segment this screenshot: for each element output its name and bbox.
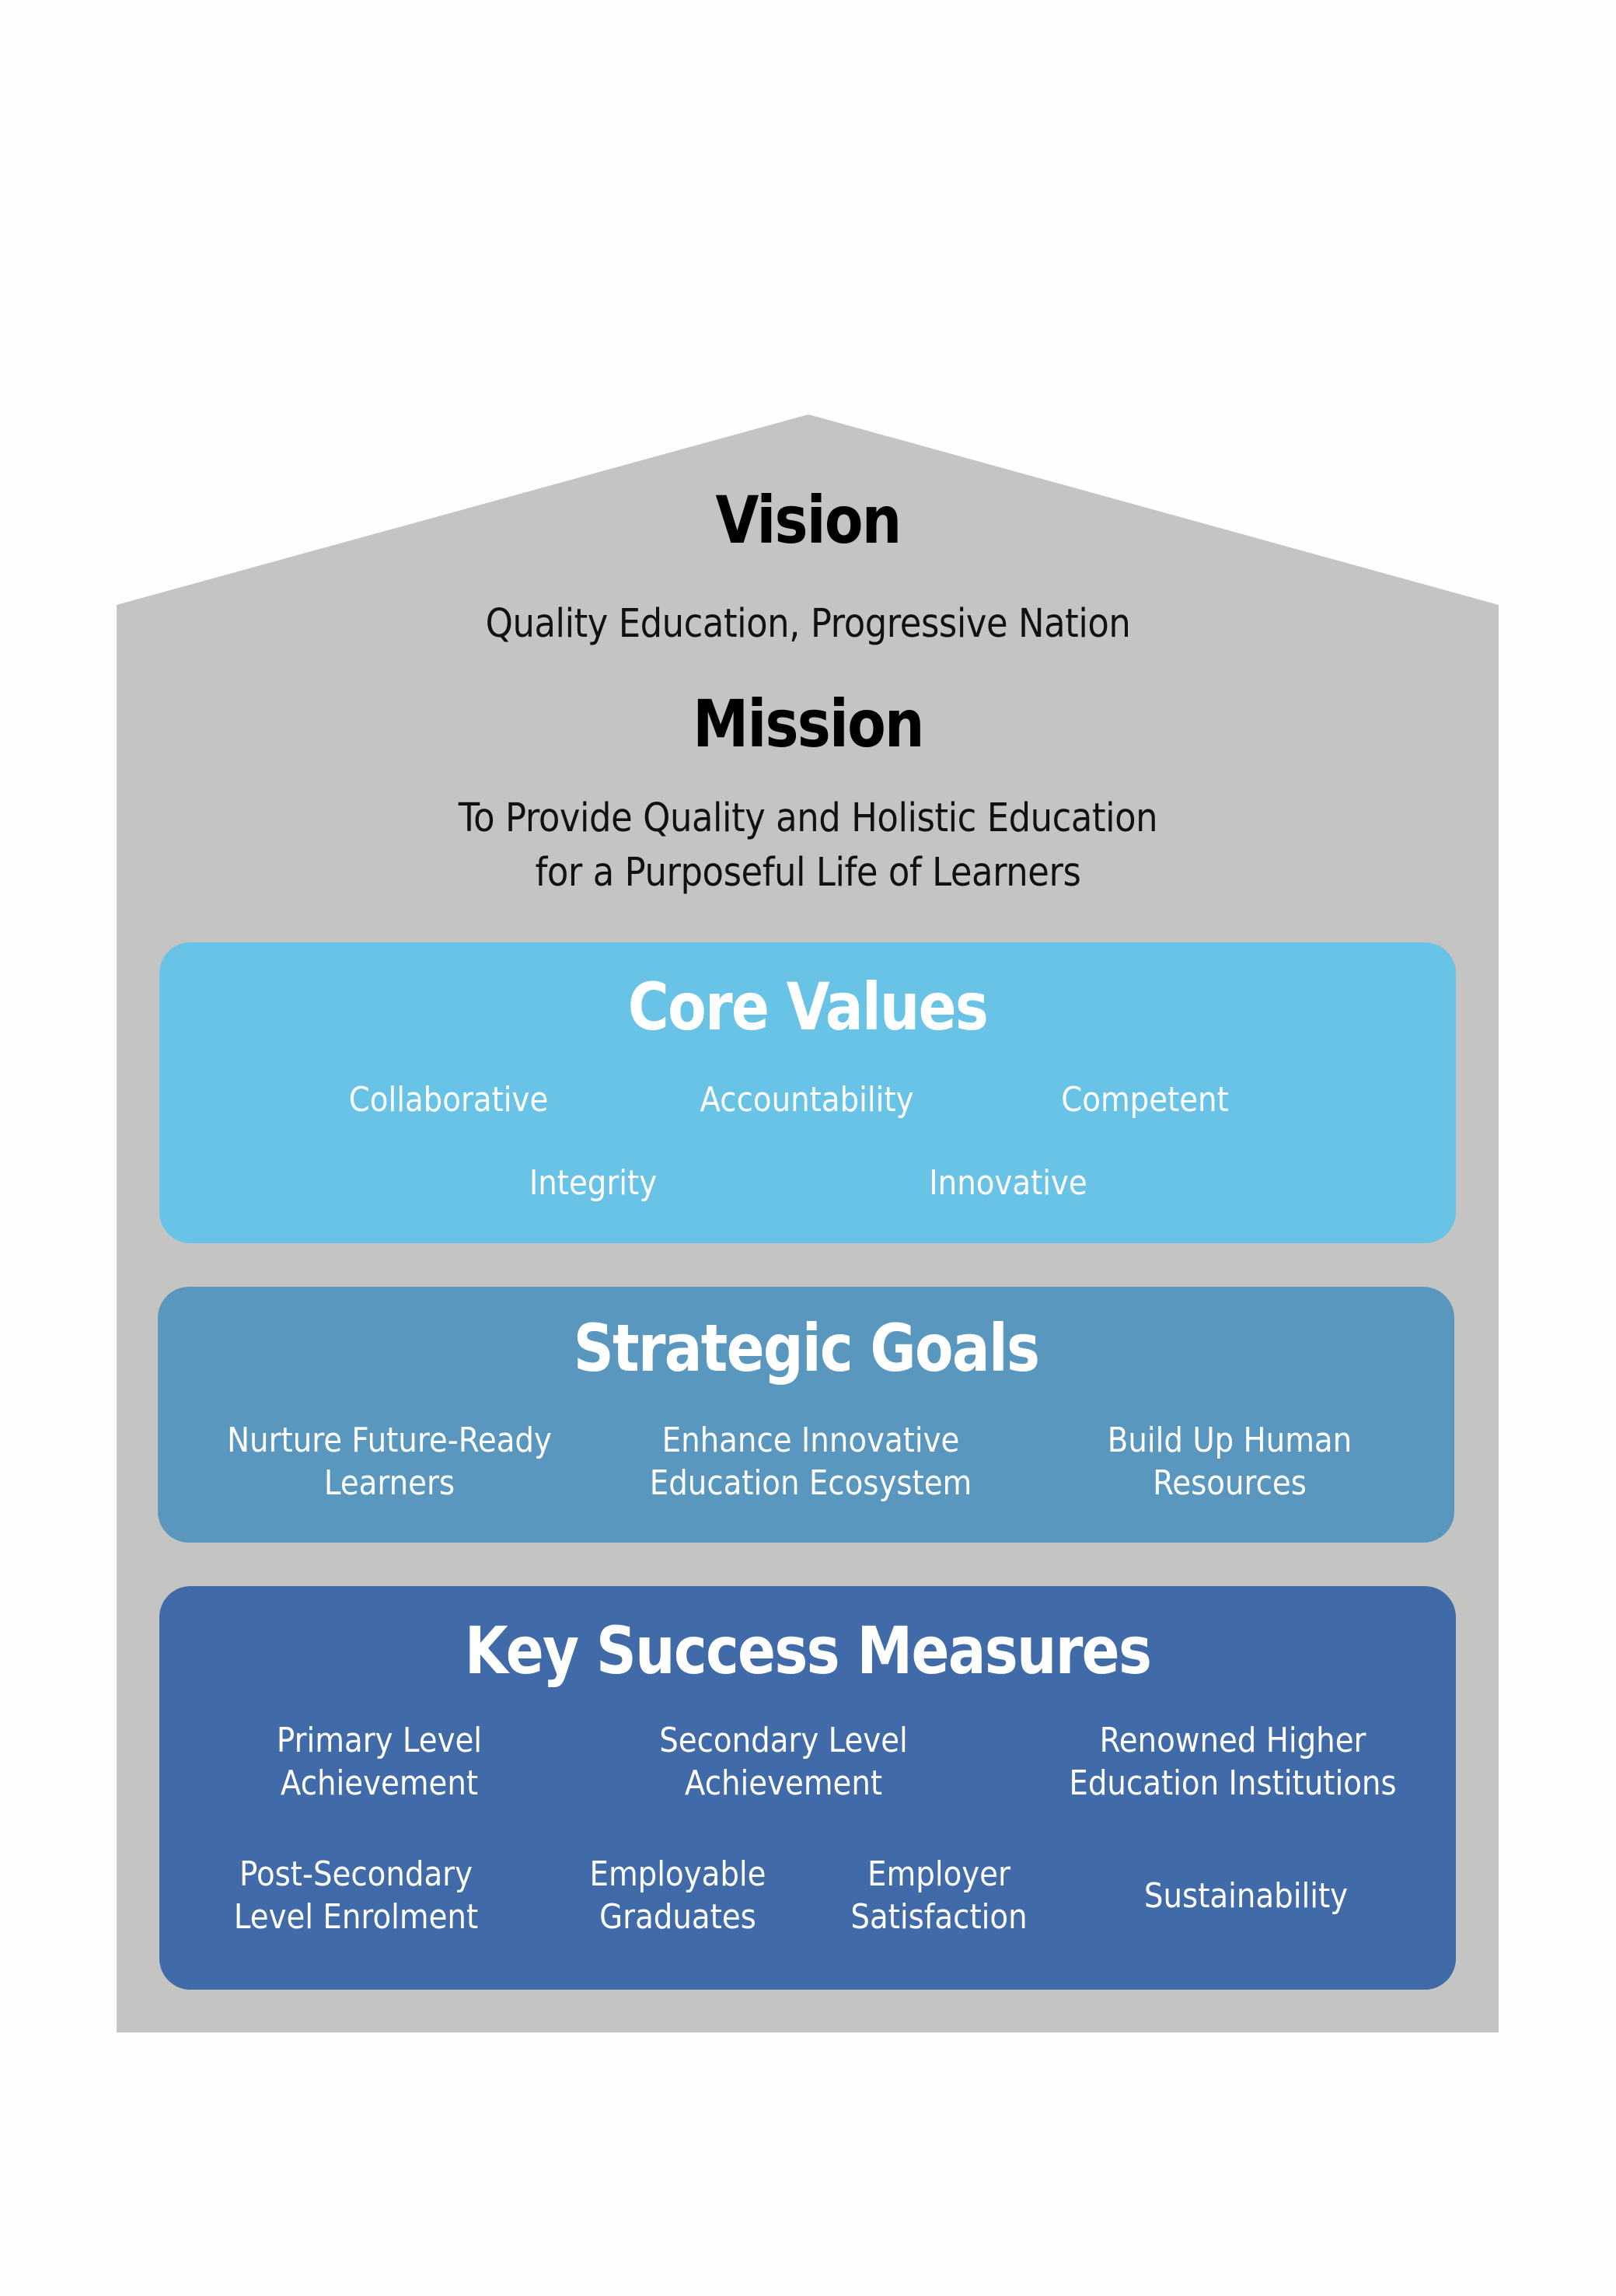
- success-measure-line-1: Renowned Higher: [1099, 1721, 1366, 1760]
- core-values-panel: Core Values Collaborative Accountability…: [159, 942, 1456, 1243]
- success-measure-line-1: Employable: [589, 1854, 766, 1894]
- mission-statement-line-2: for a Purposeful Life of Learners: [535, 850, 1081, 896]
- key-success-measures-panel: Key Success Measures Primary Level Achie…: [159, 1586, 1456, 1990]
- core-values-title: Core Values: [627, 969, 989, 1045]
- success-measure-line-2: Achievement: [684, 1763, 883, 1803]
- vision-statement: Quality Education, Progressive Nation: [485, 601, 1131, 647]
- success-measure-item: Secondary Level Achievement: [659, 1719, 908, 1805]
- success-measure-line-1: Secondary Level: [659, 1721, 908, 1760]
- success-measure-line-2: Graduates: [599, 1897, 756, 1937]
- mission-title: Mission: [693, 686, 924, 762]
- mission-statement-line-1: To Provide Quality and Holistic Educatio…: [458, 795, 1158, 841]
- success-measure-item: Sustainability: [1144, 1875, 1348, 1917]
- core-value-item: Accountability: [700, 1080, 914, 1120]
- success-measure-item: Renowned Higher Education Institutions: [1069, 1719, 1396, 1805]
- strategic-goal-line-1: Build Up Human: [1107, 1421, 1352, 1460]
- success-measure-item: Post-Secondary Level Enrolment: [234, 1853, 478, 1938]
- success-measure-item: Primary Level Achievement: [277, 1719, 482, 1805]
- strategic-goal-line-2: Learners: [323, 1463, 455, 1503]
- success-measure-line-1: Sustainability: [1143, 1876, 1349, 1916]
- success-measure-line-2: Satisfaction: [850, 1897, 1028, 1937]
- success-measure-item: Employer Satisfaction: [850, 1853, 1027, 1938]
- success-measure-line-2: Education Institutions: [1069, 1763, 1397, 1803]
- strategic-goal-item: Enhance Innovative Education Ecosystem: [650, 1419, 972, 1504]
- strategic-goal-item: Build Up Human Resources: [1108, 1419, 1352, 1504]
- strategic-goals-panel: Strategic Goals Nurture Future-Ready Lea…: [158, 1287, 1454, 1543]
- success-measure-line-2: Achievement: [280, 1763, 479, 1803]
- success-measure-item: Employable Graduates: [589, 1853, 766, 1938]
- strategic-goal-line-1: Nurture Future-Ready: [227, 1421, 552, 1460]
- strategic-goal-line-2: Resources: [1153, 1463, 1307, 1503]
- strategic-goals-title: Strategic Goals: [573, 1310, 1040, 1386]
- success-measure-line-1: Employer: [867, 1854, 1010, 1894]
- core-value-item: Collaborative: [348, 1080, 549, 1120]
- strategic-goal-item: Nurture Future-Ready Learners: [227, 1419, 552, 1504]
- success-measure-line-2: Level Enrolment: [233, 1897, 479, 1937]
- core-value-item: Competent: [1061, 1080, 1229, 1120]
- key-success-measures-title: Key Success Measures: [464, 1613, 1152, 1689]
- core-value-item: Innovative: [929, 1163, 1087, 1203]
- strategic-goal-line-2: Education Ecosystem: [649, 1463, 972, 1503]
- success-measure-line-1: Primary Level: [276, 1721, 483, 1760]
- success-measure-line-1: Post-Secondary: [239, 1854, 473, 1894]
- strategic-goal-line-1: Enhance Innovative: [661, 1421, 960, 1460]
- core-value-item: Integrity: [529, 1163, 658, 1203]
- vision-title: Vision: [715, 482, 902, 558]
